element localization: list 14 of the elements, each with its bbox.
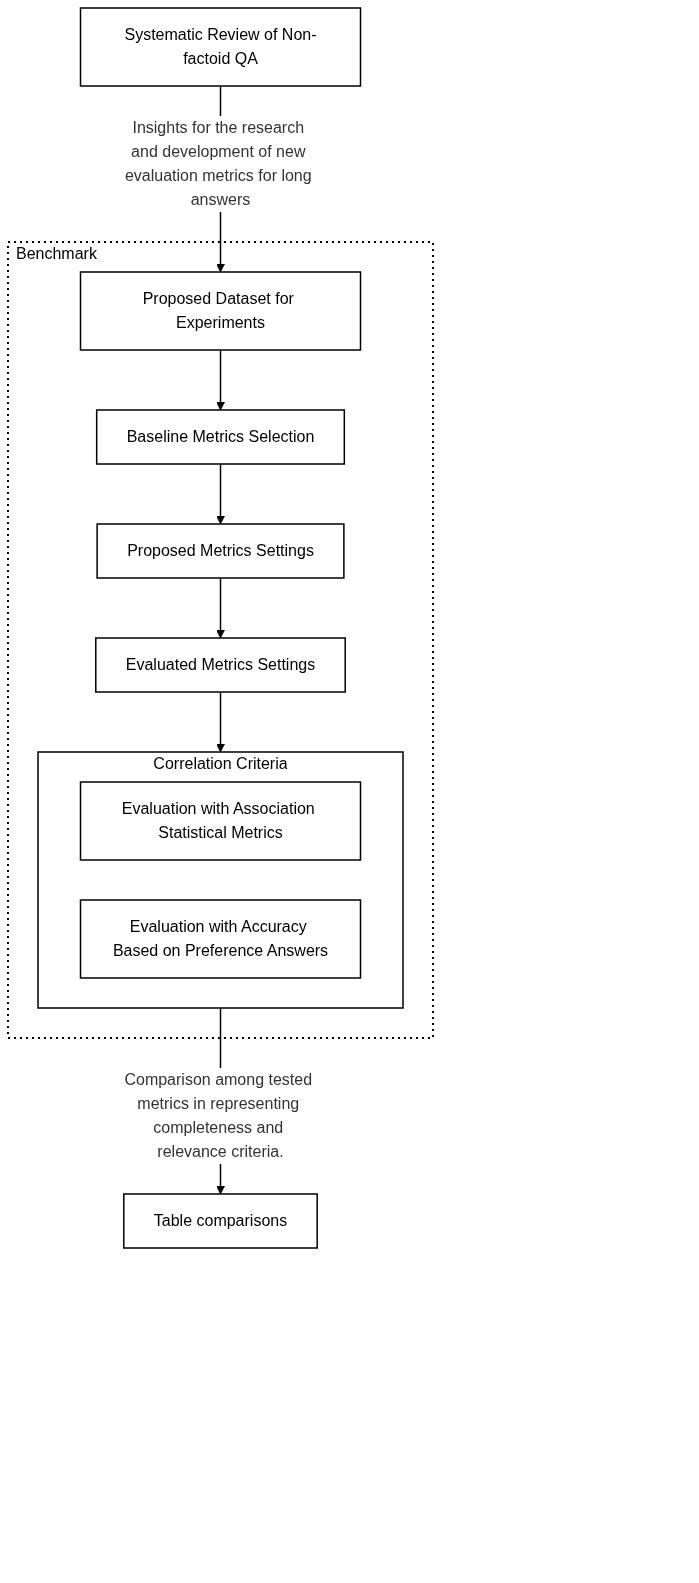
edge-label: Comparison among tested metrics in representing completeness and relevance criteria. xyxy=(124,1071,313,1160)
edge-label: Insights for the research and development of new evaluation metrics for long answers xyxy=(124,119,312,208)
node-box: Systematic Review of Non-factoid QA xyxy=(79,7,362,87)
node-box: Proposed Metrics Settings xyxy=(96,523,345,579)
arrow xyxy=(216,349,225,411)
arrow xyxy=(216,691,225,753)
arrow xyxy=(216,463,225,525)
node-box: Baseline Metrics Selection xyxy=(95,409,346,465)
node-box: Evaluated Metrics Settings xyxy=(95,637,346,693)
node-box: Table comparisons xyxy=(123,1193,318,1249)
node-box: Evaluation with Association Statistical Metrics xyxy=(79,781,362,861)
node-box: Evaluation with Accuracy Based on Preference Answers xyxy=(79,899,362,979)
arrow xyxy=(216,577,225,639)
node-box: Proposed Dataset for Experiments xyxy=(79,271,362,351)
